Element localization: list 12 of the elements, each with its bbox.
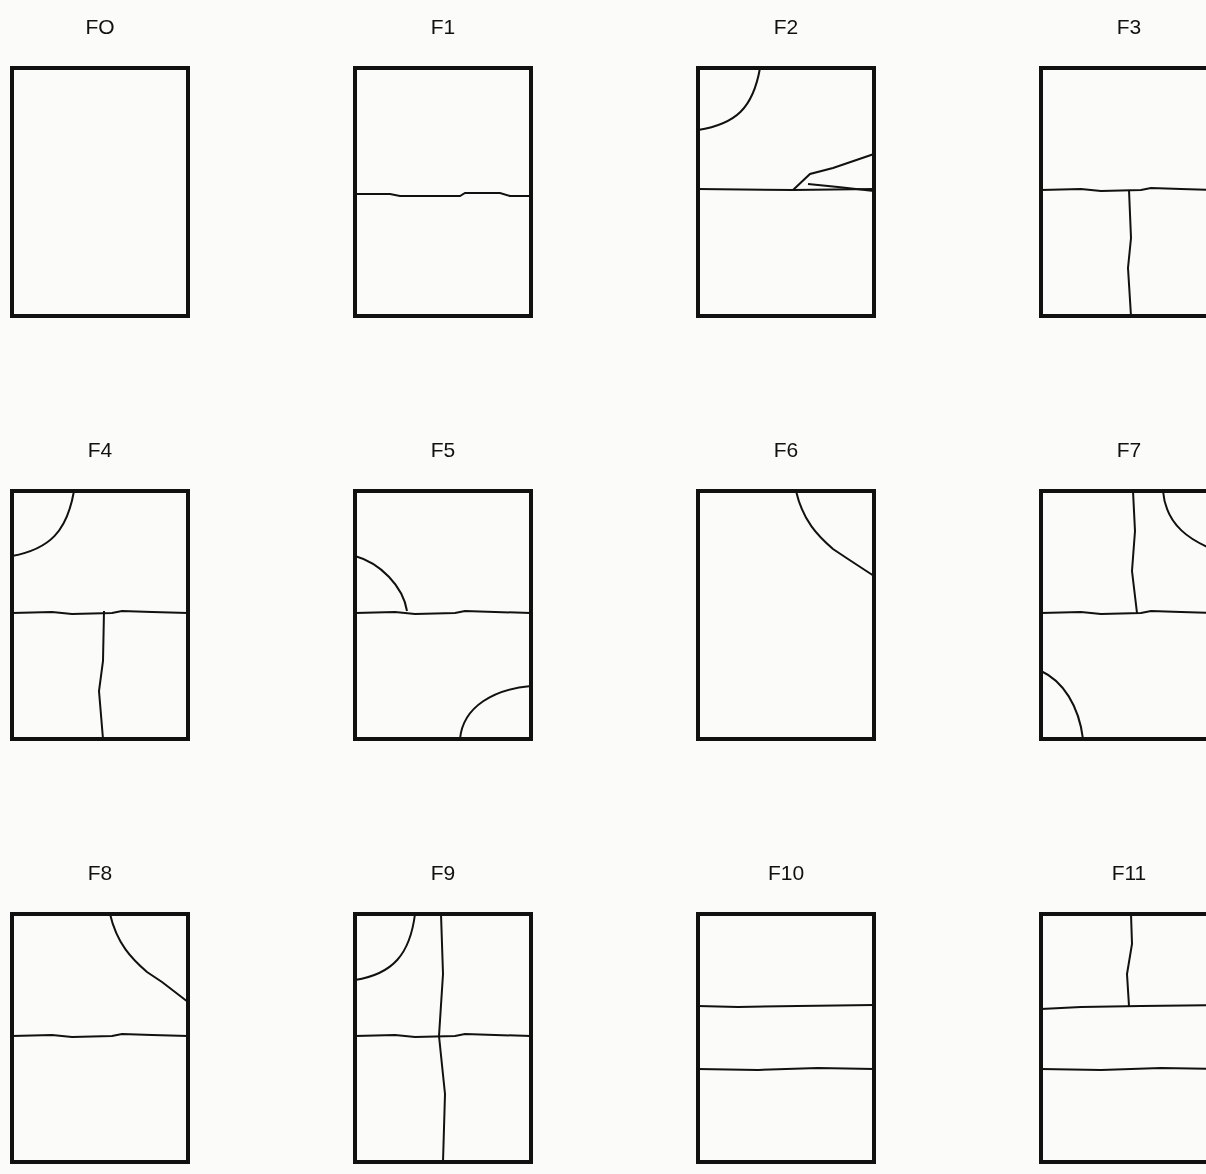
panel-label: F10 — [766, 860, 806, 886]
panel-label: F2 — [772, 14, 800, 40]
panel-label: F3 — [1115, 14, 1143, 40]
panel-label: F5 — [429, 437, 457, 463]
panel-label: F1 — [429, 14, 457, 40]
panel-label: F11 — [1110, 860, 1148, 886]
panel-label: F7 — [1115, 437, 1143, 463]
panel-label: F4 — [86, 437, 114, 463]
panel-label: F9 — [429, 860, 457, 886]
panel-label: F8 — [86, 860, 114, 886]
panel-label: FO — [84, 14, 116, 40]
panel-label: F6 — [772, 437, 800, 463]
